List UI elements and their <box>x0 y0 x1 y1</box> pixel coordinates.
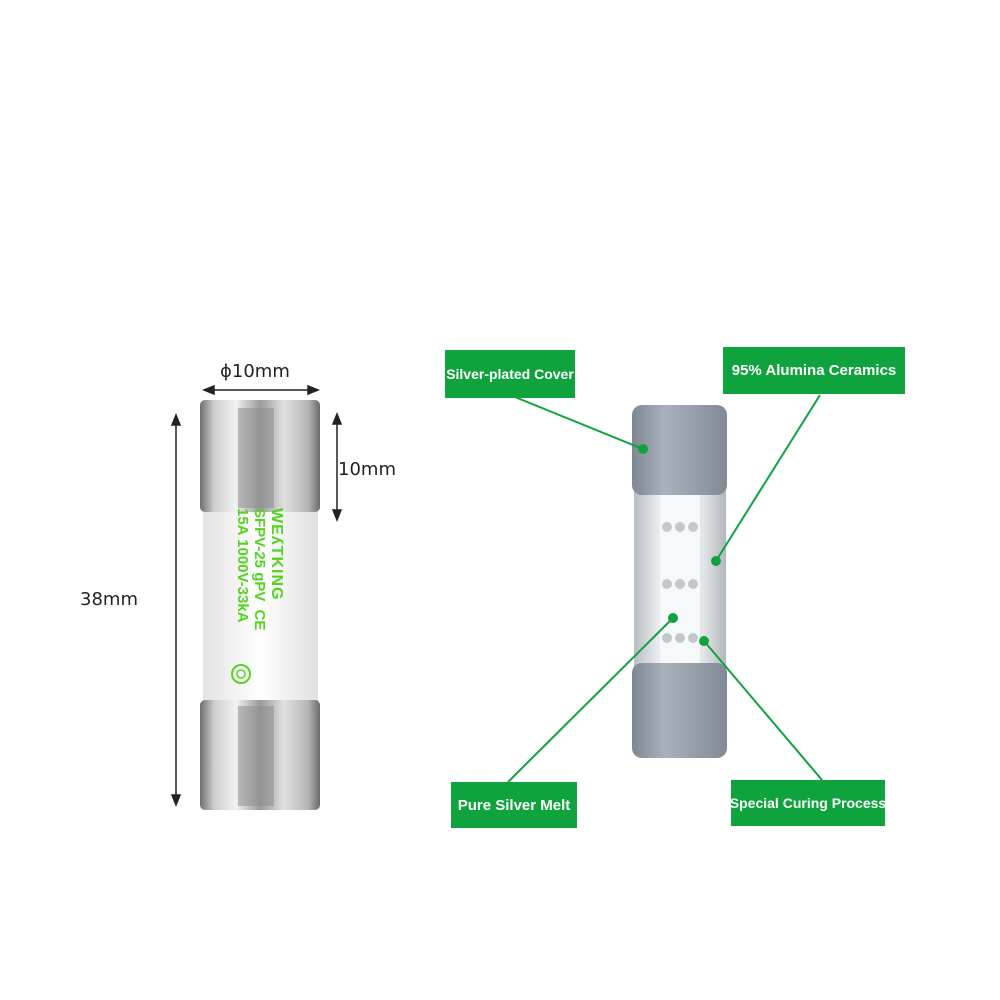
fuse-photo <box>200 400 320 810</box>
fuse-print: WEʎTKING SFPV-25 gPV CE 15A 1000V-33kA <box>231 508 285 718</box>
diameter-label: ϕ10mm <box>220 361 290 382</box>
gray-bottom-cap <box>632 663 727 758</box>
callout-curing: Special Curing Process <box>730 780 886 826</box>
gray-top-cap <box>632 405 727 495</box>
callout-silver-cover: Silver-plated Cover <box>445 350 575 398</box>
certification-mark-icon <box>231 664 251 684</box>
fuse-rating: 15A 1000V-33kA <box>234 508 251 623</box>
total-length-label: 38mm <box>80 589 138 610</box>
fuse-brand: WEʎTKING <box>268 508 285 601</box>
fuse-body <box>203 505 318 705</box>
fuse-cutaway-illustration <box>632 405 727 758</box>
callout-alumina: 95% Alumina Ceramics <box>723 347 905 394</box>
cap-length-label: 10mm <box>338 459 396 480</box>
callout-leaders <box>507 394 823 783</box>
ce-mark: CE <box>251 609 268 631</box>
fuse-model: SFPV-25 gPV <box>251 508 268 602</box>
dimension-arrow-icon <box>170 384 343 808</box>
callout-silver-melt: Pure Silver Melt <box>451 782 577 828</box>
